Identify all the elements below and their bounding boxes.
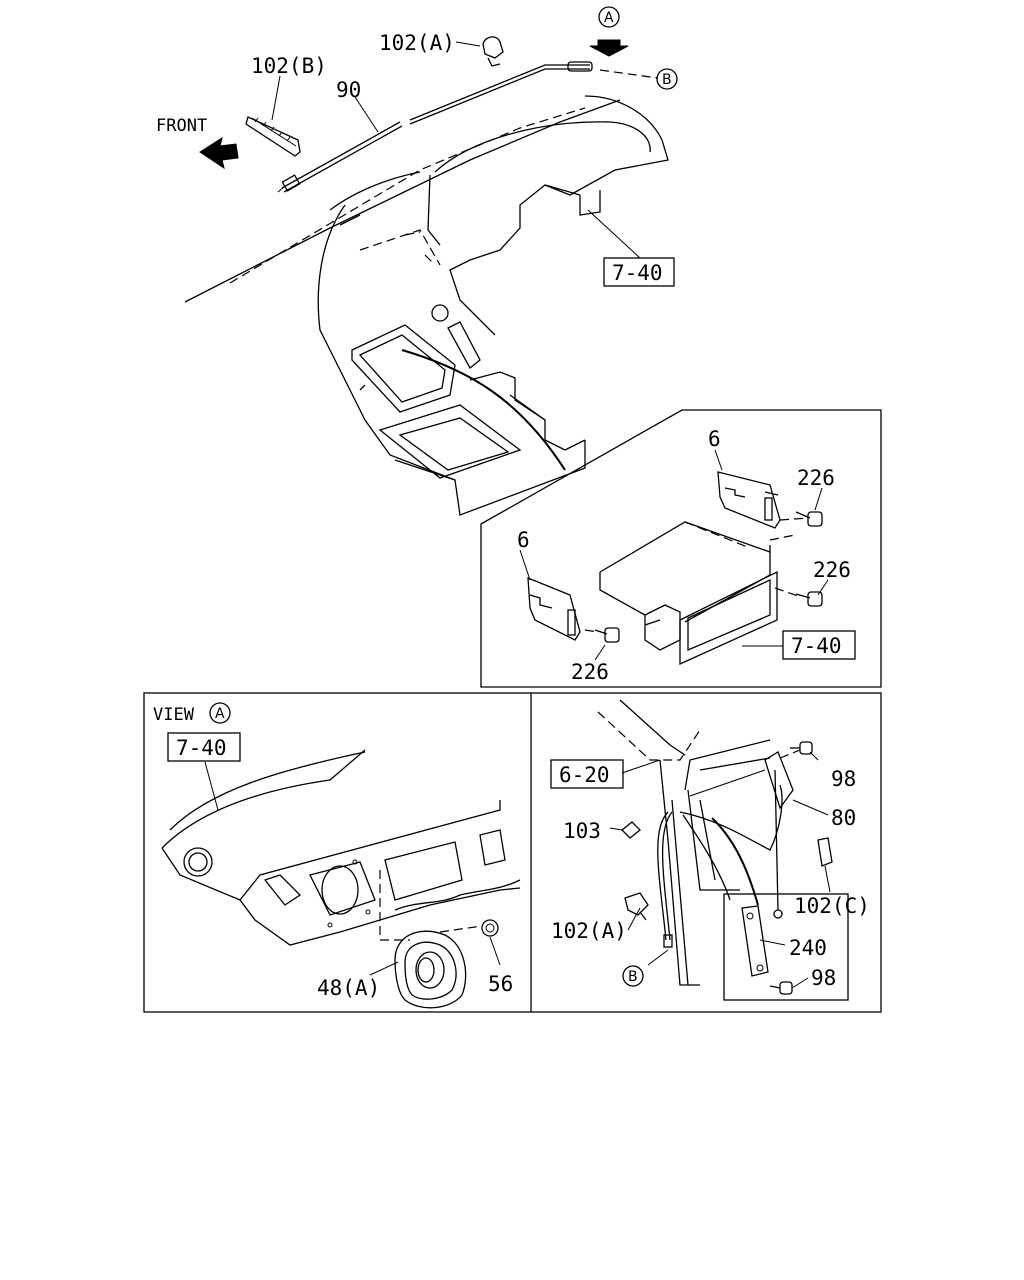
callout-a-label: A <box>604 10 614 26</box>
label-view-a: A <box>215 706 225 722</box>
label-6-lower: 6 <box>517 528 530 552</box>
speaker-48a-icon <box>394 930 467 1009</box>
ref-box-6-20 <box>550 759 624 789</box>
callout-b-circle <box>656 68 678 90</box>
nut-56-icon <box>481 919 499 937</box>
label-56: 56 <box>488 972 513 996</box>
clip-103-icon <box>621 821 641 839</box>
label-226-mid: 226 <box>813 558 851 582</box>
label-90: 90 <box>336 78 361 102</box>
front-arrow-icon <box>199 136 239 170</box>
label-48a: 48(A) <box>317 976 380 1000</box>
label-7-40-inset: 7-40 <box>791 634 842 658</box>
view-a-panel <box>161 702 521 1009</box>
screw-98-lower-icon <box>769 981 793 995</box>
screw-226-lower-icon <box>594 627 620 643</box>
label-6-upper: 6 <box>708 427 721 451</box>
leader-90 <box>354 96 379 133</box>
antenna-routing-panel <box>550 699 849 1001</box>
clamp-102a-lower-icon <box>624 892 649 921</box>
clip-102c-icon <box>817 837 833 867</box>
ref-box-7-40-view <box>167 732 241 762</box>
label-102a-top: 102(A) <box>379 31 455 55</box>
ref-box-7-40-top <box>603 257 675 287</box>
callout-a-arrow-icon <box>589 6 629 57</box>
callout-b-label: B <box>662 72 672 88</box>
callout-b-lower-circle <box>622 965 644 987</box>
antenna-cable <box>277 61 659 193</box>
label-102b: 102(B) <box>251 54 327 78</box>
clip-102b <box>245 75 301 157</box>
screw-226-mid-icon <box>795 591 823 607</box>
label-98-lower: 98 <box>811 966 836 990</box>
label-240: 240 <box>789 936 827 960</box>
bottom-panels-frame <box>143 692 882 1013</box>
label-98-upper: 98 <box>831 767 856 791</box>
bracket-240-box <box>723 893 849 1001</box>
label-226-lower: 226 <box>571 660 609 684</box>
label-80: 80 <box>831 806 856 830</box>
ref-box-7-40-inset <box>782 630 856 660</box>
label-102a-lower: 102(A) <box>551 919 627 943</box>
label-7-40-view: 7-40 <box>176 736 227 760</box>
clamp-102a-top <box>455 36 504 67</box>
label-103: 103 <box>563 819 601 843</box>
view-a-circle <box>209 702 231 724</box>
label-view: VIEW <box>153 705 195 725</box>
label-226-upper: 226 <box>797 466 835 490</box>
label-front: FRONT <box>156 116 207 136</box>
screw-98-upper-icon <box>790 741 813 755</box>
label-102c: 102(C) <box>794 894 870 918</box>
screw-226-upper-icon <box>795 511 823 527</box>
radio-bracket-inset <box>480 409 882 688</box>
label-6-20: 6-20 <box>559 763 610 787</box>
bracket-240-icon <box>741 905 769 977</box>
dashboard-assembly <box>184 95 669 516</box>
label-b-lower: B <box>628 969 638 985</box>
label-7-40-top: 7-40 <box>612 261 663 285</box>
